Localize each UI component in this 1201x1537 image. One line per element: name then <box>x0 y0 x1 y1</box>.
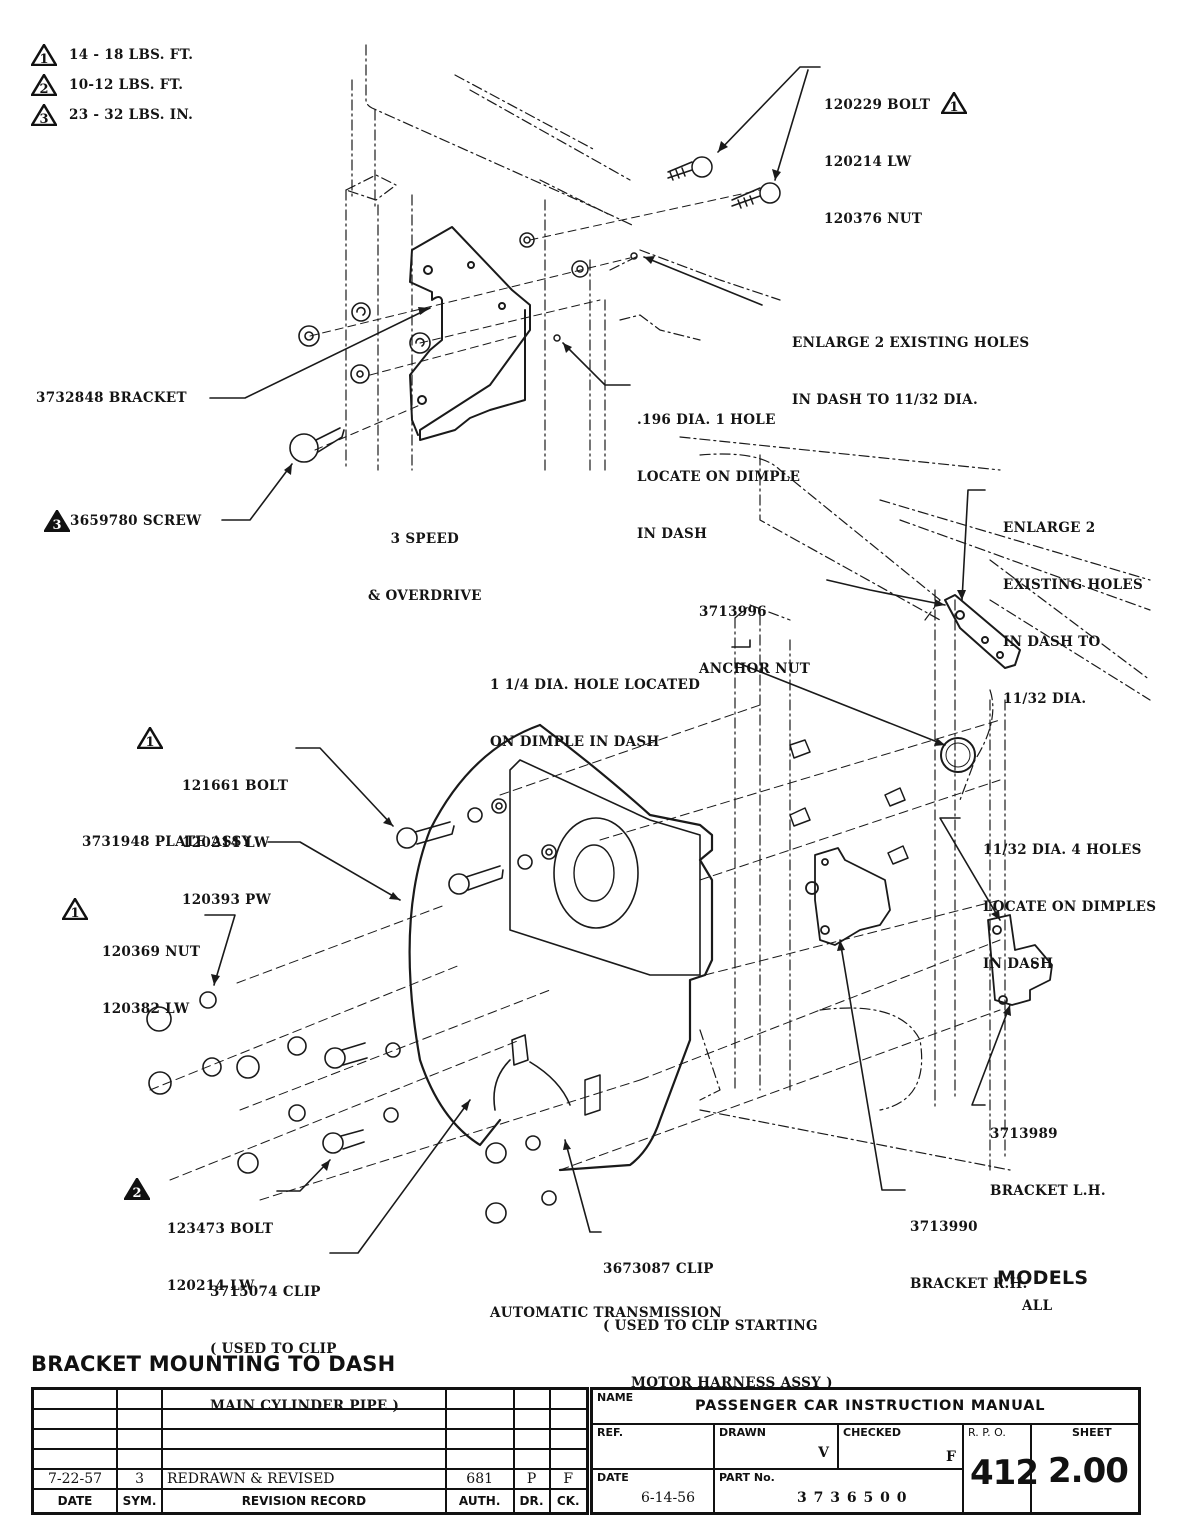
studs <box>789 739 909 865</box>
revision-row <box>31 1408 589 1430</box>
callout-bracket-lh: 3713989 BRACKET L.H. <box>990 1126 1106 1199</box>
rpo-cell: R. P. O. 412 <box>964 1425 1039 1515</box>
anchor-nut-and-bracket <box>940 594 1021 773</box>
date-cell: DATE 6-14-56 <box>593 1470 715 1515</box>
legend-item-1: 14 - 18 LBS. FT. <box>69 47 194 63</box>
upper-dash-panel <box>345 44 781 471</box>
drawn-cell: DRAWN V <box>715 1425 839 1470</box>
bracket-rh <box>805 847 891 946</box>
legend-item-2: 10-12 LBS. FT. <box>69 77 184 93</box>
name-value: PASSENGER CAR INSTRUCTION MANUAL <box>695 1398 1046 1414</box>
torque-symbol-2-icon: 2 <box>124 1178 150 1200</box>
svg-text:3: 3 <box>39 112 48 126</box>
title-block: NAME PASSENGER CAR INSTRUCTION MANUAL RE… <box>590 1387 1141 1515</box>
callout-4-holes: 11/32 DIA. 4 HOLES LOCATE ON DIMPLES IN … <box>983 842 1157 972</box>
checked-value: F <box>946 1449 956 1465</box>
revision-row <box>31 1387 589 1410</box>
callout-anchor-nut: 3713996 ANCHOR NUT <box>699 604 811 677</box>
callout-top-bolt: 120229 BOLT 120214 LW 120376 NUT <box>824 97 931 227</box>
torque-symbol-1-icon: 1 <box>62 898 88 920</box>
revision-row <box>31 1448 589 1470</box>
callout-bracket-rh: 3713990 BRACKET R.H. <box>910 1219 1028 1292</box>
callout-plate-assy: 3731948 PLATE ASSY <box>82 834 252 850</box>
models-value: ALL <box>1022 1298 1053 1314</box>
svg-text:1: 1 <box>145 735 154 749</box>
callout-screw-3659780: 3659780 SCREW <box>70 513 202 529</box>
callout-enlarge-right: ENLARGE 2 EXISTING HOLES IN DASH TO 11/3… <box>1003 520 1144 707</box>
torque-symbol-3-icon: 3 <box>31 104 57 126</box>
torque-symbol-2-icon: 2 <box>31 74 57 96</box>
svg-text:1: 1 <box>949 100 958 114</box>
screw-3659780 <box>289 427 345 463</box>
svg-text:2: 2 <box>39 82 48 96</box>
bracket-lh <box>987 914 1053 1006</box>
upper-leaders <box>209 66 821 521</box>
upper-bracket <box>409 226 531 441</box>
models-heading: MODELS <box>997 1267 1089 1289</box>
drawing-title: BRACKET MOUNTING TO DASH <box>31 1352 396 1376</box>
callout-1-1-4-hole: 1 1/4 DIA. HOLE LOCATED ON DIMPLE IN DAS… <box>490 677 701 750</box>
name-cell: NAME PASSENGER CAR INSTRUCTION MANUAL <box>593 1390 1141 1425</box>
torque-symbol-3-icon: 3 <box>44 510 70 532</box>
svg-text:1: 1 <box>70 906 79 920</box>
lower-leaders <box>204 489 1011 1254</box>
sheet-cell: SHEET 2.00 <box>1048 1426 1129 1491</box>
sheet-value: 2.00 <box>1048 1451 1129 1491</box>
callout-nut-120369: 120369 NUT 120382 LW <box>102 944 201 1017</box>
section-label-3-speed: 3 SPEED & OVERDRIVE <box>368 531 482 604</box>
part-number-cell: PART No. 3 7 3 6 5 0 0 <box>715 1470 964 1515</box>
lower-dash-panel <box>679 436 1151 1171</box>
callout-enlarge-top: ENLARGE 2 EXISTING HOLES IN DASH TO 11/3… <box>792 335 1030 408</box>
plate-fasteners <box>146 798 571 1224</box>
legend-item-3: 23 - 32 LBS. IN. <box>69 107 194 123</box>
torque-symbol-1-icon: 1 <box>941 92 967 114</box>
checked-cell: CHECKED F <box>839 1425 964 1470</box>
revision-row <box>31 1428 589 1450</box>
callout-196-hole: .196 DIA. 1 HOLE LOCATE ON DIMPLE IN DAS… <box>637 412 801 542</box>
rpo-value: 412 <box>970 1453 1039 1493</box>
part-number-value: 3 7 3 6 5 0 0 <box>797 1490 908 1506</box>
upper-washers <box>298 302 431 384</box>
callout-bolt-123473: 123473 BOLT 120214 LW <box>167 1221 274 1294</box>
date-value: 6-14-56 <box>641 1490 695 1506</box>
svg-text:3: 3 <box>52 518 61 532</box>
section-label-automatic: AUTOMATIC TRANSMISSION <box>490 1305 722 1321</box>
drawn-value: V <box>818 1445 829 1461</box>
torque-symbol-1-icon: 1 <box>31 44 57 66</box>
svg-text:2: 2 <box>132 1186 141 1200</box>
svg-text:1: 1 <box>39 52 48 66</box>
plate-assy <box>408 723 714 1172</box>
callout-bolt-121661: 121661 BOLT 120214 LW 120393 PW <box>182 778 289 908</box>
torque-symbol-1-icon: 1 <box>137 727 163 749</box>
callout-bracket-3732848: 3732848 BRACKET <box>36 390 187 406</box>
ref-cell: REF. <box>593 1425 715 1470</box>
upper-bolts <box>519 156 781 342</box>
